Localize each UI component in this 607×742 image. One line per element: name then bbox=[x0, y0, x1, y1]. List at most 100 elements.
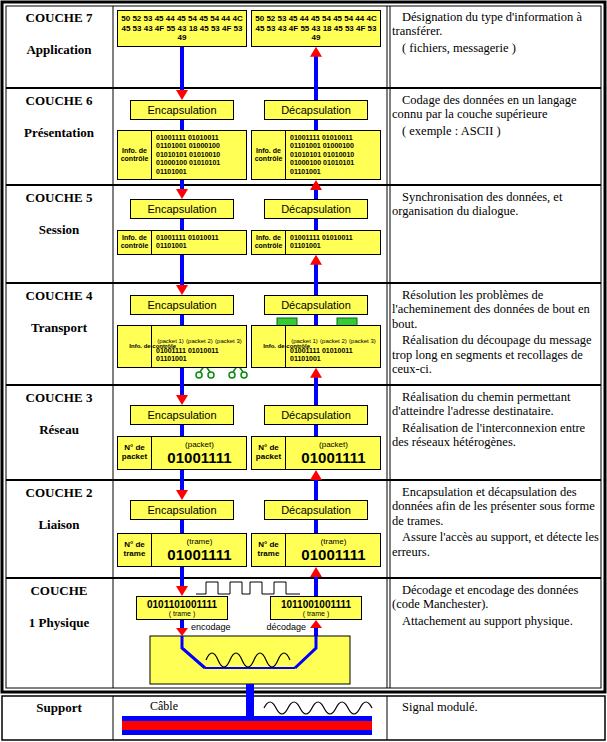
control-info-box: N° de packet bbox=[252, 437, 286, 469]
flow-connector bbox=[180, 520, 184, 533]
row-line bbox=[6, 479, 601, 481]
node-text: Transport bbox=[31, 320, 87, 336]
data-box: 01001111 01010011 01101001 01000100 0101… bbox=[117, 130, 247, 180]
annotation-label: encodage bbox=[191, 622, 251, 632]
node-text: Encapsulation bbox=[133, 104, 231, 116]
row-line bbox=[6, 577, 601, 579]
column-lines bbox=[113, 6, 390, 688]
column-line bbox=[387, 696, 388, 740]
layer-name-cell: Support bbox=[8, 700, 110, 736]
node-text: 01001111 bbox=[290, 546, 377, 563]
node-text: 50 52 53 45 44 45 54 45 54 44 4C 45 53 4… bbox=[255, 14, 377, 43]
row-line bbox=[6, 384, 601, 386]
description-cell: Réalisation du chemin permettant d'attei… bbox=[392, 390, 600, 450]
node-text: Info. de contrôle bbox=[253, 234, 284, 251]
encapsulation-bar: Décapsulation bbox=[264, 405, 368, 425]
node-text: COUCHE 3 bbox=[26, 390, 93, 406]
modem-wire bbox=[295, 636, 316, 668]
support-row-frame bbox=[2, 696, 605, 740]
node-text: Désignation du type d'information à tran… bbox=[392, 10, 600, 39]
data-box: 01001111 01010011 01101001 Info. de contr… bbox=[117, 230, 247, 255]
encapsulation-bar: Décapsulation bbox=[264, 295, 368, 315]
node-text: N° de packet bbox=[119, 444, 150, 462]
node-text: 50 52 53 45 44 45 54 45 54 44 4C 45 53 4… bbox=[121, 14, 243, 43]
node-text: 01001111 01010011 01101001 01000100 0101… bbox=[156, 134, 243, 176]
description-cell: Désignation du type d'information à tran… bbox=[392, 10, 600, 55]
encapsulation-bar: Décapsulation bbox=[264, 500, 368, 520]
flow-connector bbox=[314, 572, 318, 596]
node-text: Décapsulation bbox=[267, 299, 365, 311]
node-text: Réalisation du chemin permettant d'attei… bbox=[392, 390, 600, 419]
packet-box: (packet)01001111N° de packet bbox=[117, 436, 247, 470]
node-text: Présentation bbox=[24, 125, 94, 141]
node-text: 01001111 01010011 01101001 bbox=[290, 234, 377, 251]
packet-box: (trame)01001111N° de trame bbox=[251, 533, 381, 567]
node-text: Décodage et encodage des données (code M… bbox=[392, 583, 600, 612]
control-info-box: N° de trame bbox=[118, 534, 152, 566]
node-text: Info. de contrôle bbox=[119, 147, 150, 164]
table-frame bbox=[2, 2, 605, 692]
arrow-head bbox=[176, 628, 188, 636]
node-text: N° de trame bbox=[253, 541, 284, 559]
flow-connector bbox=[180, 368, 184, 400]
flow-connector bbox=[314, 219, 318, 230]
description-cell: Synchronisation des données, et organisa… bbox=[392, 190, 600, 219]
control-info-box: Info. de contrôle bbox=[118, 231, 152, 254]
description-cell: Résolution les problèmes de l'achemineme… bbox=[392, 288, 600, 376]
node-text: (trame) bbox=[156, 537, 243, 546]
node-text: 1011001001111 bbox=[273, 599, 359, 610]
flow-connector bbox=[180, 219, 184, 230]
cable-stem bbox=[246, 684, 254, 716]
flow-connector bbox=[180, 425, 184, 436]
flow-connector bbox=[180, 47, 184, 95]
node-text: Synchronisation des données, et organisa… bbox=[392, 190, 600, 219]
node-text: Signal modulé. bbox=[392, 700, 600, 714]
node-text: COUCHE bbox=[30, 583, 87, 599]
node-text: COUCHE 4 bbox=[26, 288, 93, 304]
data-box: 50 52 53 45 44 45 54 45 54 44 4C 45 53 4… bbox=[117, 10, 247, 47]
node-text: (packet) bbox=[290, 440, 377, 449]
row-line bbox=[6, 184, 601, 186]
data-box: 50 52 53 45 44 45 54 45 54 44 4C 45 53 4… bbox=[251, 10, 381, 47]
flow-connector bbox=[180, 255, 184, 290]
flow-connector bbox=[314, 425, 318, 436]
control-info-box: N° de packet bbox=[118, 437, 152, 469]
node-text: Réalisation du découpage du message trop… bbox=[392, 333, 600, 376]
layer-name-cell: COUCHE 6Présentation bbox=[8, 93, 110, 181]
control-info-box: Info. de contrôle bbox=[252, 131, 286, 179]
row-line bbox=[6, 87, 601, 89]
node-text: Info. de contrôle bbox=[263, 343, 273, 350]
encapsulation-bar: Décapsulation bbox=[264, 199, 368, 219]
frame-box: 0101101001111( trame ) bbox=[136, 596, 228, 620]
node-text: Info. de contrôle bbox=[119, 234, 150, 251]
packet-box: (trame)01001111N° de trame bbox=[117, 533, 247, 567]
node-text: (packet 1) bbox=[156, 338, 185, 344]
node-text: 01001111 01010011 01101001 bbox=[156, 234, 243, 251]
modulated-wave bbox=[264, 702, 372, 714]
node-text: Résolution les problèmes de l'achemineme… bbox=[392, 288, 600, 331]
column-line bbox=[387, 6, 388, 688]
node-text: (packet 2) bbox=[319, 338, 348, 344]
description-cell: Encapsulation et décapsulation des donné… bbox=[392, 485, 600, 559]
scissor-ring bbox=[196, 372, 202, 378]
node-text: ( fichiers, messagerie ) bbox=[392, 41, 600, 55]
annotation-label: décodage bbox=[200, 622, 306, 632]
node-text: (packet) bbox=[156, 440, 243, 449]
node-text: (packet 2) bbox=[185, 338, 214, 344]
node-text: Info. de contrôle bbox=[253, 147, 284, 164]
column-line bbox=[113, 6, 114, 688]
node-text: Application bbox=[26, 42, 91, 58]
control-info-box: N° de trame bbox=[252, 534, 286, 566]
column-line bbox=[390, 6, 391, 688]
node-text: Décapsulation bbox=[267, 409, 365, 421]
node-text: 01001111 01010011 01101001 bbox=[290, 347, 377, 364]
annotation-label: Câble bbox=[150, 699, 210, 714]
layer-name-cell: COUCHE 3Réseau bbox=[8, 390, 110, 476]
encapsulation-bar: Encapsulation bbox=[130, 199, 234, 219]
node-text: ( exemple : ASCII ) bbox=[392, 124, 600, 138]
node-text: Décapsulation bbox=[267, 504, 365, 516]
node-text: Support bbox=[36, 700, 82, 716]
node-text: 01001111 bbox=[290, 449, 377, 466]
scissor-ring bbox=[241, 372, 247, 378]
cable bbox=[122, 716, 372, 721]
